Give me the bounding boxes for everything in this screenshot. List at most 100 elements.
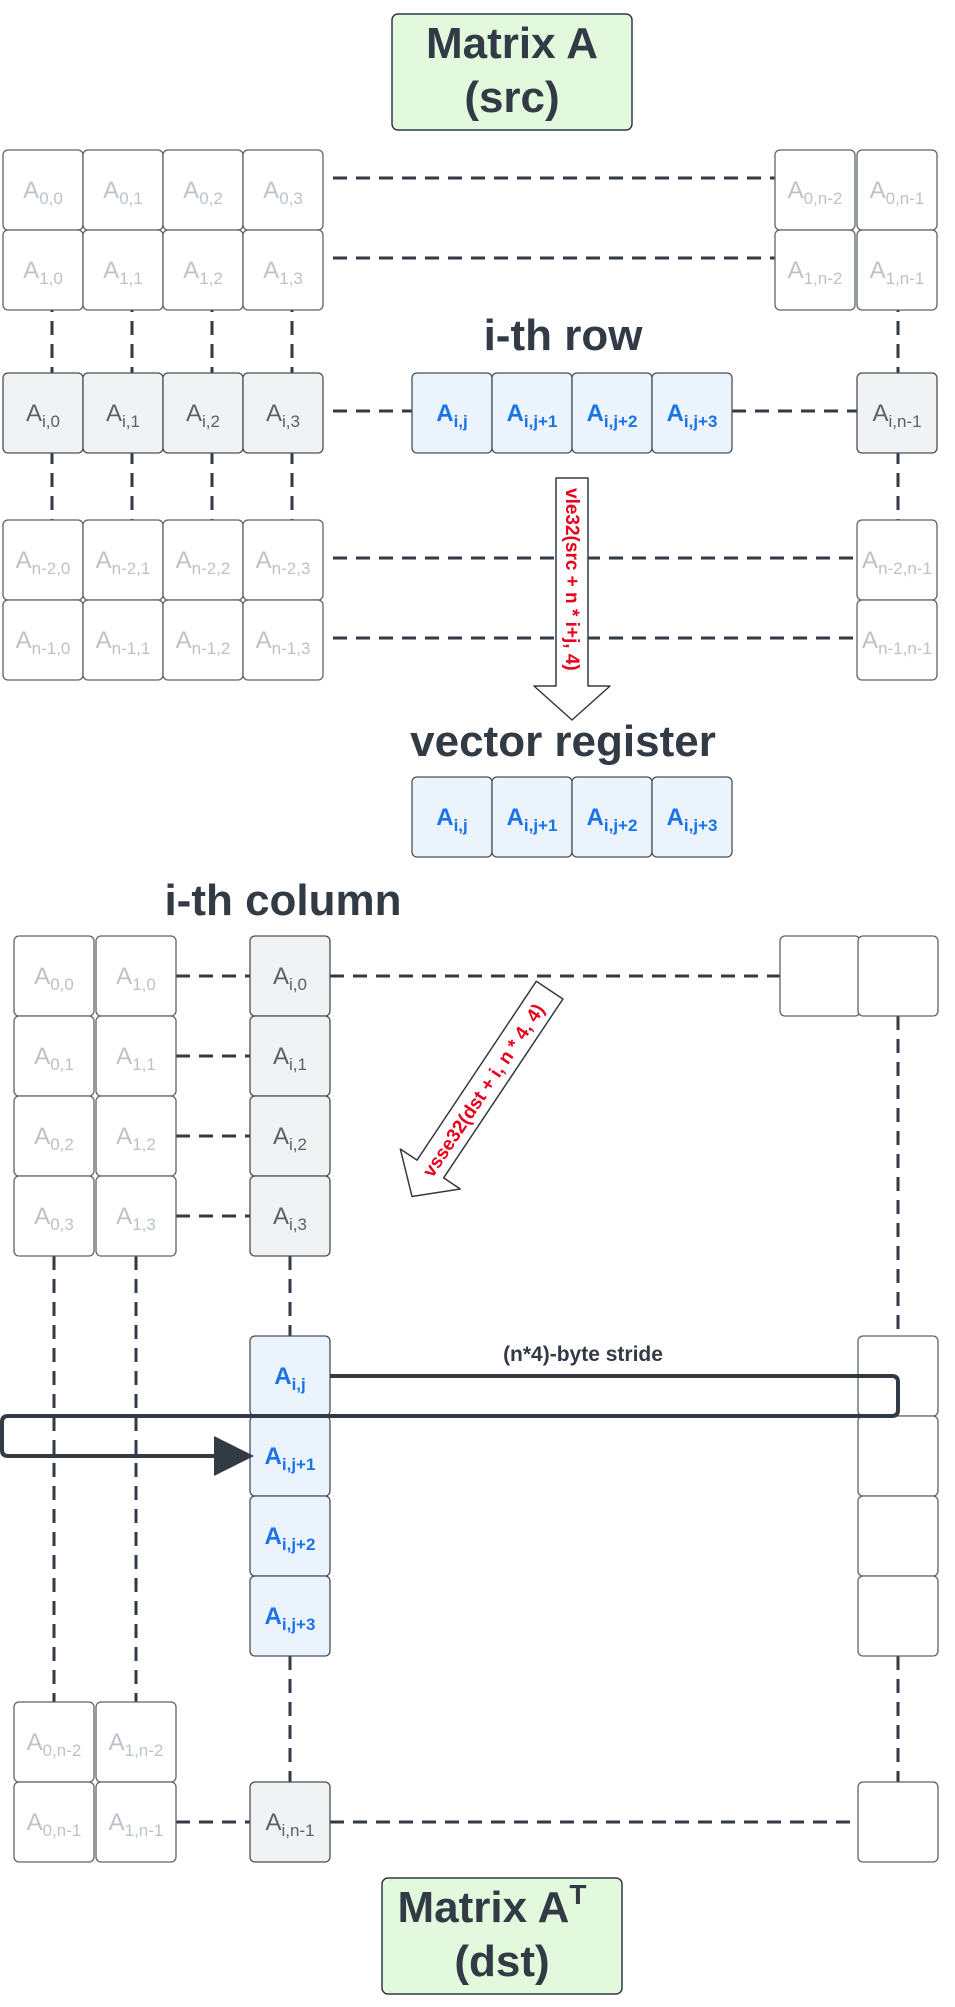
svg-text:Ai,0: Ai,0 xyxy=(273,963,307,994)
matrix-cell-i-j-2: Ai,j+2 xyxy=(571,776,653,858)
matrix-cell-n-2-0: An-2,0 xyxy=(2,519,84,601)
svg-text:A0,3: A0,3 xyxy=(263,177,303,208)
svg-text:A0,2: A0,2 xyxy=(183,177,223,208)
matrix-cell-i-1: Ai,1 xyxy=(82,372,164,454)
svg-text:An-1,3: An-1,3 xyxy=(256,627,311,658)
matrix-cell-1-n-1: A1,n-1 xyxy=(856,229,938,311)
svg-text:A1,n-2: A1,n-2 xyxy=(788,257,843,288)
matrix-cell-0-n-2: A0,n-2 xyxy=(774,149,856,231)
svg-text:Matrix A: Matrix A xyxy=(426,19,598,68)
svg-text:An-1,0: An-1,0 xyxy=(16,627,71,658)
svg-text:A0,0: A0,0 xyxy=(34,963,74,994)
matrix-cell-1-2: A1,2 xyxy=(95,1095,177,1177)
matrix-cell-i-j-1: Ai,j+1 xyxy=(491,776,573,858)
matrix-a-src-title: Matrix A (src) xyxy=(391,13,633,131)
svg-text:Ai,0: Ai,0 xyxy=(26,400,60,431)
svg-text:An-1,n-1: An-1,n-1 xyxy=(862,627,932,658)
svg-text:Ai,3: Ai,3 xyxy=(273,1203,307,1234)
matrix-cell-0-3: A0,3 xyxy=(242,149,324,231)
svg-text:A0,1: A0,1 xyxy=(103,177,143,208)
svg-text:Ai,j+1: Ai,j+1 xyxy=(507,400,558,431)
matrix-cell-1-3: A1,3 xyxy=(242,229,324,311)
svg-text:Ai,n-1: Ai,n-1 xyxy=(265,1809,314,1840)
matrix-cell-0-2: A0,2 xyxy=(13,1095,95,1177)
svg-text:A0,1: A0,1 xyxy=(34,1043,74,1074)
svg-text:Ai,n-1: Ai,n-1 xyxy=(872,400,921,431)
matrix-cell-1-1: A1,1 xyxy=(95,1015,177,1097)
empty-cells xyxy=(779,935,939,1863)
svg-text:A1,n-1: A1,n-1 xyxy=(870,257,925,288)
column-heading: i-th column xyxy=(164,876,401,925)
svg-text:A1,2: A1,2 xyxy=(116,1123,156,1154)
matrix-cell-1-0: A1,0 xyxy=(95,935,177,1017)
load-instruction: vle32(src + n * i+j, 4) xyxy=(561,488,582,671)
svg-text:A1,0: A1,0 xyxy=(116,963,156,994)
matrix-cell-1-3: A1,3 xyxy=(95,1175,177,1257)
svg-text:An-2,n-1: An-2,n-1 xyxy=(862,547,932,578)
matrix-cell-0-n-2: A0,n-2 xyxy=(13,1701,95,1783)
matrix-cell-1-0: A1,0 xyxy=(2,229,84,311)
matrix-cell-i-n-1: Ai,n-1 xyxy=(856,372,938,454)
svg-text:A1,0: A1,0 xyxy=(23,257,63,288)
svg-text:Ai,1: Ai,1 xyxy=(273,1043,307,1074)
matrix-cell-1-n-2: A1,n-2 xyxy=(774,229,856,311)
matrix-cell-1-1: A1,1 xyxy=(82,229,164,311)
matrix-cell-1-n-2: A1,n-2 xyxy=(95,1701,177,1783)
matrix-cell-i-j-1: Ai,j+1 xyxy=(249,1415,331,1497)
svg-text:Ai,j+2: Ai,j+2 xyxy=(265,1523,316,1554)
svg-text:An-1,2: An-1,2 xyxy=(176,627,231,658)
matrix-cell-i-j: Ai,j xyxy=(411,776,493,858)
svg-text:A1,2: A1,2 xyxy=(183,257,223,288)
svg-text:Ai,3: Ai,3 xyxy=(266,400,300,431)
matrix-cell-0-0: A0,0 xyxy=(2,149,84,231)
svg-text:A1,n-1: A1,n-1 xyxy=(109,1809,164,1840)
matrix-cell-i-j: Ai,j xyxy=(249,1335,331,1417)
matrix-cell-n-1-n-1: An-1,n-1 xyxy=(856,599,938,681)
matrix-cell-i-j-2: Ai,j+2 xyxy=(571,372,653,454)
row-heading: i-th row xyxy=(484,311,644,360)
stride-arrow: (n*4)-byte stride xyxy=(0,1343,900,1476)
matrix-cell-i-3: Ai,3 xyxy=(242,372,324,454)
matrix-cell-i-j-3: Ai,j+3 xyxy=(249,1575,331,1657)
matrix-cell-0-n-1: A0,n-1 xyxy=(856,149,938,231)
svg-text:A0,3: A0,3 xyxy=(34,1203,74,1234)
matrix-at-dst-title: Matrix AT (dst) xyxy=(381,1877,623,1995)
matrix-cell-0-n-1: A0,n-1 xyxy=(13,1781,95,1863)
matrix-cell-0-2: A0,2 xyxy=(162,149,244,231)
svg-text:Ai,j+3: Ai,j+3 xyxy=(265,1603,316,1634)
matrix-cell-i-0: Ai,0 xyxy=(249,935,331,1017)
svg-text:A1,3: A1,3 xyxy=(263,257,303,288)
svg-text:Matrix AT: Matrix AT xyxy=(397,1879,586,1932)
matrix-cell-i-3: Ai,3 xyxy=(249,1175,331,1257)
svg-text:Ai,1: Ai,1 xyxy=(106,400,140,431)
svg-text:A0,2: A0,2 xyxy=(34,1123,74,1154)
matrix-cell-0-0: A0,0 xyxy=(13,935,95,1017)
svg-text:A0,0: A0,0 xyxy=(23,177,63,208)
store-arrow: vsse32(dst + i, n * 4, 4) xyxy=(399,980,564,1198)
matrix-cell-i-j-2: Ai,j+2 xyxy=(249,1495,331,1577)
matrix-cell-n-2-3: An-2,3 xyxy=(242,519,324,601)
matrix-cell-n-2-2: An-2,2 xyxy=(162,519,244,601)
stride-label: (n*4)-byte stride xyxy=(503,1343,663,1366)
svg-text:Ai,j: Ai,j xyxy=(436,804,468,835)
matrix-cell-1-2: A1,2 xyxy=(162,229,244,311)
matrix-cell-i-0: Ai,0 xyxy=(2,372,84,454)
svg-text:Ai,2: Ai,2 xyxy=(186,400,220,431)
svg-text:Ai,j+2: Ai,j+2 xyxy=(587,400,638,431)
svg-text:A0,n-1: A0,n-1 xyxy=(870,177,925,208)
svg-text:A1,1: A1,1 xyxy=(103,257,143,288)
svg-text:An-2,2: An-2,2 xyxy=(176,547,231,578)
svg-text:An-1,1: An-1,1 xyxy=(96,627,151,658)
svg-text:Ai,j: Ai,j xyxy=(436,400,468,431)
svg-text:Ai,j+1: Ai,j+1 xyxy=(265,1443,316,1474)
matrix-cell-i-n-1: Ai,n-1 xyxy=(249,1781,331,1863)
svg-text:An-2,0: An-2,0 xyxy=(16,547,71,578)
svg-text:(dst): (dst) xyxy=(454,1937,549,1986)
svg-text:A0,n-1: A0,n-1 xyxy=(27,1809,82,1840)
matrix-cell-n-2-n-1: An-2,n-1 xyxy=(856,519,938,601)
matrix-cell-i-2: Ai,2 xyxy=(249,1095,331,1177)
matrix-cell-n-1-3: An-1,3 xyxy=(242,599,324,681)
matrix-cell-0-1: A0,1 xyxy=(13,1015,95,1097)
